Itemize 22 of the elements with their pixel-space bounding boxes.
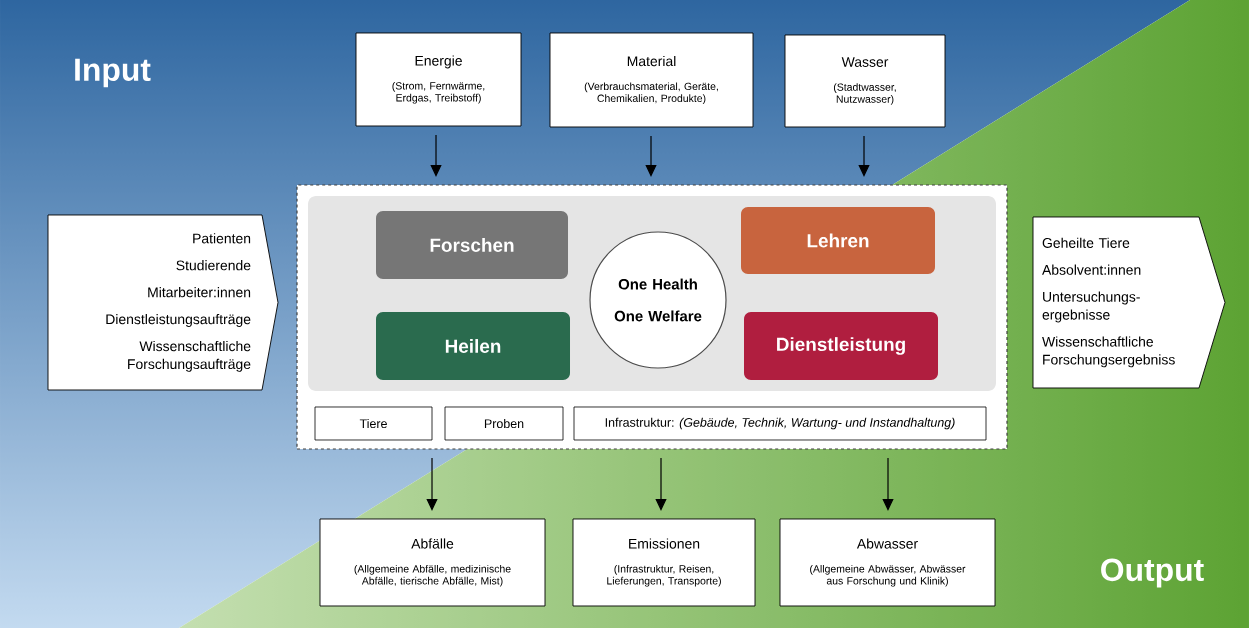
text-box: Abfälle (Allgemeine Abfälle, medizinische Abfälle, tierische Abfälle, Mist) — [319, 518, 546, 607]
arrow — [430, 134, 442, 177]
activity-box: Forschen — [376, 211, 568, 279]
label-box: Tiere — [314, 406, 433, 441]
text-box: Material (Verbrauchsmaterial, Geräte, Chemikalien, Produkte) — [549, 32, 754, 128]
chevron-box: Geheilte Tiere Absolvent:innen Untersuchungs- ergebnisse Wissenschaftliche Forschungsergebniss — [1032, 216, 1226, 389]
arrow — [645, 135, 657, 177]
activity-box: Heilen — [376, 312, 570, 380]
arrow — [882, 457, 894, 511]
arrow — [655, 457, 667, 511]
chevron-box: Patienten Studierende Mitarbeiter:innen Dienstleistungsaufträge Wissenschaftliche Forschungsaufträge — [47, 214, 279, 391]
text-box: Energie (Strom, Fernwärme, Erdgas, Treibstoff) — [355, 32, 522, 127]
text-box: Abwasser (Allgemeine Abwässer, Abwässer aus Forschung und Klinik) — [779, 518, 996, 607]
activity-box: Dienstleistung — [744, 312, 938, 380]
text-box: Wasser (Stadtwasser, Nutzwasser) — [784, 34, 946, 128]
label-box: Proben — [444, 406, 564, 441]
section-title: Output — [1101, 558, 1204, 588]
label-box: Infrastruktur: (Gebäude, Technik, Wartung- und Instandhaltung) — [573, 406, 987, 441]
text-box: Emissionen (Infrastruktur, Reisen, Lieferungen, Transporte) — [572, 518, 756, 607]
section-title: Input — [75, 58, 151, 88]
arrow — [858, 135, 870, 177]
activity-box: Lehren — [741, 207, 935, 274]
